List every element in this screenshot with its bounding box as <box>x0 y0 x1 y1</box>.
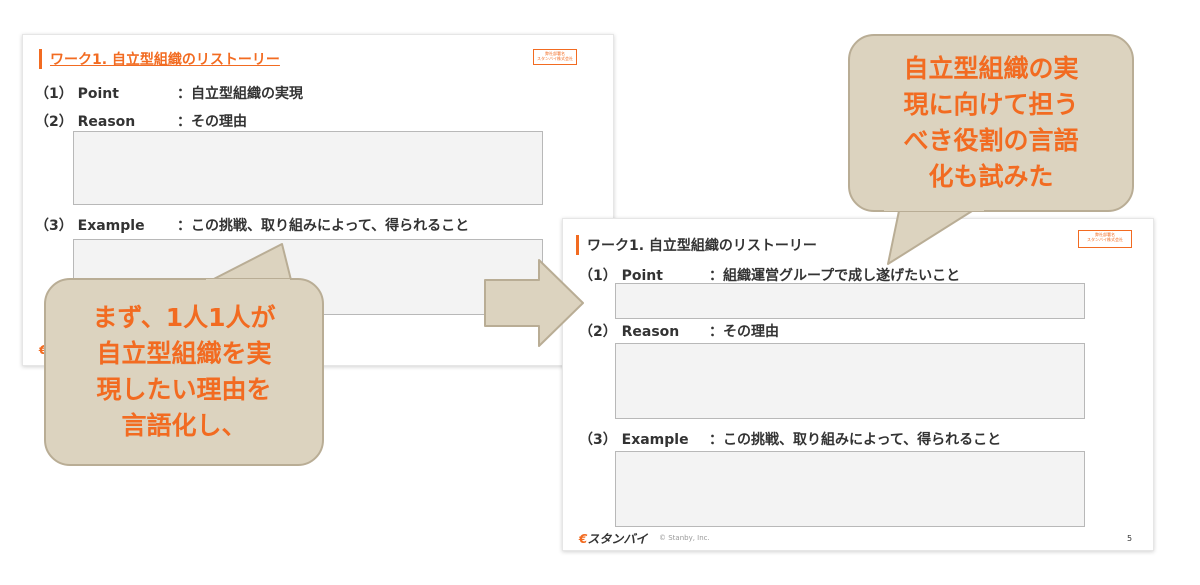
row-point: （1） Point ：組織運営グループで成し遂げたいこと <box>579 265 960 285</box>
slide-title: ワーク1. 自立型組織のリストーリー <box>576 235 817 255</box>
row-point: （1） Point ：自立型組織の実現 <box>35 83 303 103</box>
stanby-logo-icon: € <box>579 532 588 546</box>
callout-right: 自立型組織の実 現に向けて担う べき役割の言語 化も試みた <box>848 34 1134 212</box>
brand-logo-text: スタンバイ <box>587 532 648 546</box>
row-label: Reason <box>77 114 136 130</box>
row-value: ：その理由 <box>177 114 247 130</box>
brand-logo: €スタンバイ <box>579 530 647 547</box>
row-example: （3） Example ：この挑戦、取り組みによって、得られること <box>579 429 1001 449</box>
row-number: （3） <box>579 432 617 448</box>
callout-right-text: 自立型組織の実 現に向けて担う べき役割の言語 化も試みた <box>903 54 1079 191</box>
row-value: ：この挑戦、取り組みによって、得られること <box>709 432 1002 448</box>
row-label: Example <box>621 432 689 448</box>
row-number: （1） <box>579 268 617 284</box>
callout-left-text: まず、1人1人が 自立型組織を実 現したい理由を 言語化し、 <box>92 303 276 440</box>
row-label: Point <box>77 86 119 102</box>
slide-left: ワーク1. 自立型組織のリストーリー 弊社部署名 スタンバイ株式会社 （1） P… <box>22 34 614 366</box>
row-number: （3） <box>35 218 73 234</box>
point-input-box[interactable] <box>615 283 1085 319</box>
row-label: Point <box>621 268 663 284</box>
row-reason: （2） Reason ：その理由 <box>579 321 779 341</box>
row-number: （1） <box>35 86 73 102</box>
department-stamp: 弊社部署名 スタンバイ株式会社 <box>1078 230 1132 248</box>
row-number: （2） <box>35 114 73 130</box>
row-number: （2） <box>579 324 617 340</box>
copyright: © Stanby, Inc. <box>659 534 710 542</box>
row-label: Example <box>77 218 145 234</box>
example-input-box[interactable] <box>615 451 1085 527</box>
callout-right-tail <box>887 205 981 265</box>
stamp-text: 弊社部署名 スタンバイ株式会社 <box>537 51 573 61</box>
row-value: ：組織運営グループで成し遂げたいこと <box>709 268 961 284</box>
row-label: Reason <box>621 324 680 340</box>
stanby-logo-icon: € <box>39 343 47 357</box>
callout-right-seam <box>884 206 984 211</box>
row-value: ：この挑戦、取り組みによって、得られること <box>177 218 470 234</box>
reason-input-box[interactable] <box>73 131 543 205</box>
reason-input-box[interactable] <box>615 343 1085 419</box>
row-value: ：自立型組織の実現 <box>177 86 303 102</box>
row-value: ：その理由 <box>709 324 779 340</box>
row-reason: （2） Reason ：その理由 <box>35 111 247 131</box>
slide-title: ワーク1. 自立型組織のリストーリー <box>39 49 280 69</box>
department-stamp: 弊社部署名 スタンバイ株式会社 <box>533 49 577 65</box>
row-example: （3） Example ：この挑戦、取り組みによって、得られること <box>35 215 469 235</box>
callout-left: まず、1人1人が 自立型組織を実 現したい理由を 言語化し、 <box>44 278 324 466</box>
callout-left-seam <box>206 279 290 284</box>
brand-logo: € <box>39 343 47 357</box>
stamp-text: 弊社部署名 スタンバイ株式会社 <box>1087 232 1123 242</box>
slide-right: ワーク1. 自立型組織のリストーリー 弊社部署名 スタンバイ株式会社 （1） P… <box>562 218 1154 551</box>
right-arrow-icon <box>484 259 584 347</box>
page-number: 5 <box>1127 534 1133 543</box>
